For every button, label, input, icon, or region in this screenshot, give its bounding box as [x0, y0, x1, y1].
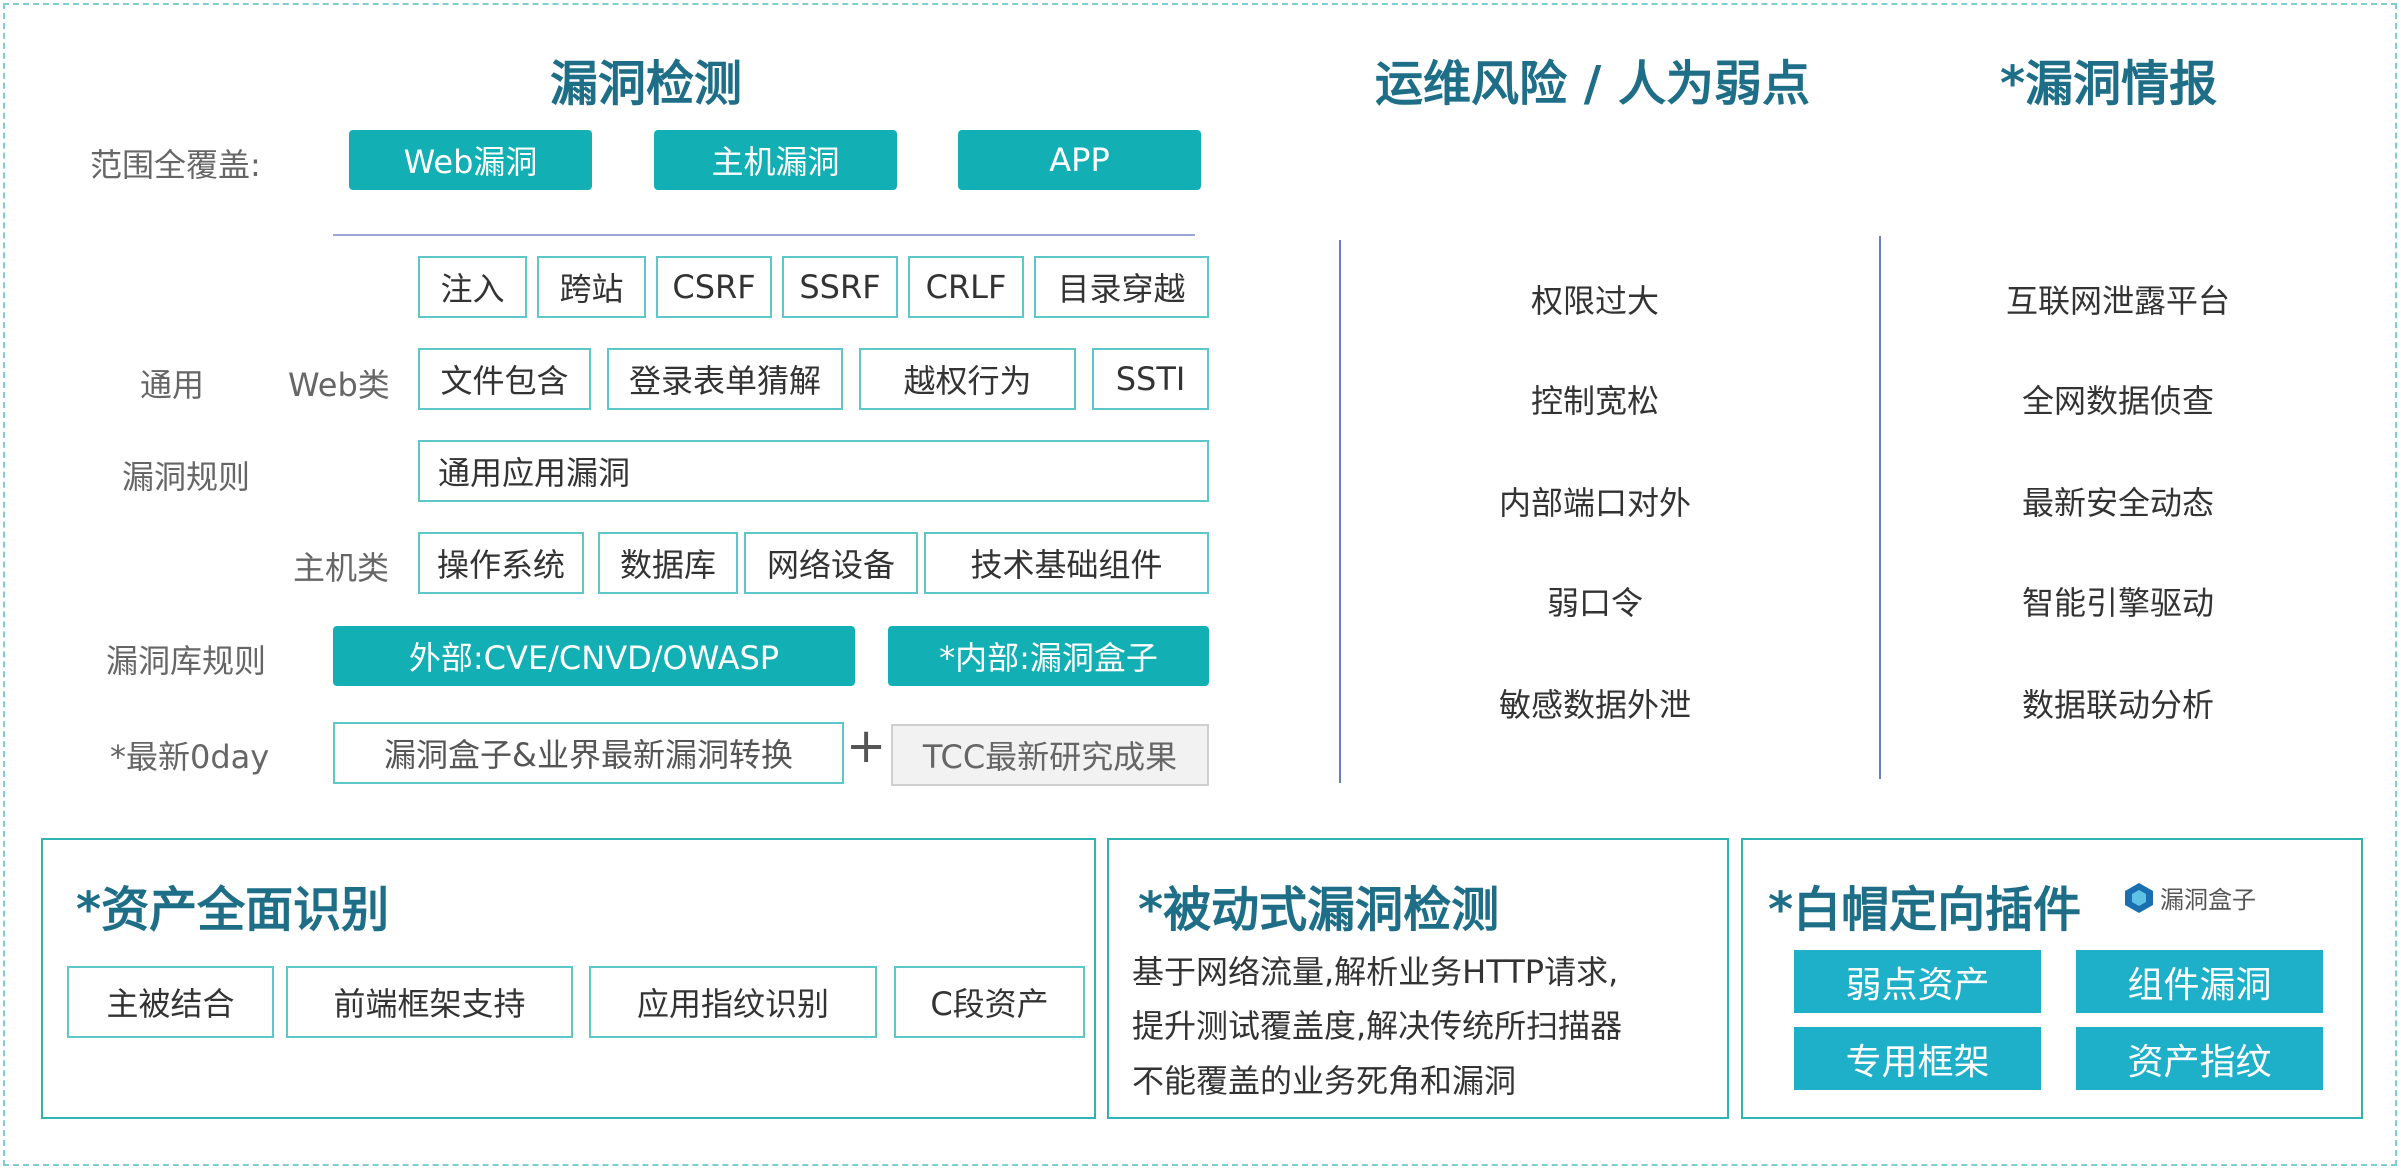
title-vuln-intel: *漏洞情报: [2000, 56, 2218, 112]
asset-item: 应用指纹识别: [589, 966, 877, 1038]
scope-app: APP: [958, 130, 1201, 190]
rule-network-device: 网络设备: [744, 532, 918, 594]
zeroday-source-1: 漏洞盒子&业界最新漏洞转换: [333, 722, 844, 784]
asset-item: 主被结合: [67, 966, 274, 1038]
rule-xss: 跨站: [537, 256, 646, 318]
ops-risk-item: 权限过大: [1530, 282, 1659, 320]
plugin-item: 弱点资产: [1794, 950, 2041, 1013]
intel-item: 数据联动分析: [2021, 686, 2214, 724]
library-external: 外部:CVE/CNVD/OWASP: [333, 626, 855, 686]
rule-file-include: 文件包含: [418, 348, 591, 410]
vuln-rules-label: 漏洞规则: [122, 458, 251, 496]
rule-database: 数据库: [598, 532, 738, 594]
library-internal: *内部:漏洞盒子: [888, 626, 1209, 686]
ops-risk-item: 敏感数据外泄: [1498, 686, 1691, 724]
zeroday-source-2: TCC最新研究成果: [891, 724, 1209, 786]
rule-csrf: CSRF: [656, 256, 772, 318]
intel-item: 全网数据侦查: [2021, 382, 2214, 420]
intel-item: 智能引擎驱动: [2021, 584, 2214, 622]
library-label: 漏洞库规则: [106, 642, 267, 680]
plugin-item: 资产指纹: [2076, 1027, 2323, 1090]
general-label: 通用: [140, 366, 205, 404]
title-ops-risk: 运维风险 / 人为弱点: [1375, 56, 1810, 112]
rule-ssrf: SSRF: [782, 256, 898, 318]
ops-risk-item: 弱口令: [1546, 584, 1643, 622]
outer-frame: [3, 3, 2397, 1166]
passive-desc-line: 基于网络流量,解析业务HTTP请求,: [1132, 953, 1619, 991]
rule-ssti: SSTI: [1092, 348, 1209, 410]
asset-item: 前端框架支持: [286, 966, 573, 1038]
plus-sign: +: [846, 718, 887, 774]
rule-privilege: 越权行为: [859, 348, 1076, 410]
divider-right: [1879, 236, 1881, 779]
passive-panel: [1107, 838, 1729, 1119]
intel-item: 最新安全动态: [2021, 484, 2214, 522]
rule-dir-traversal: 目录穿越: [1034, 256, 1209, 318]
divider-left: [1339, 240, 1341, 783]
ops-risk-item: 内部端口对外: [1498, 484, 1691, 522]
rule-base-components: 技术基础组件: [924, 532, 1209, 594]
whitehat-panel-title: *白帽定向插件: [1768, 882, 2082, 938]
rule-injection: 注入: [418, 256, 527, 318]
asset-item: C段资产: [894, 966, 1085, 1038]
vulnbox-logo: 漏洞盒子: [2124, 880, 2256, 915]
separator-line: [333, 234, 1195, 236]
ops-risk-item: 控制宽松: [1530, 382, 1659, 420]
asset-panel-title: *资产全面识别: [76, 882, 390, 938]
scope-host-vuln: 主机漏洞: [654, 130, 897, 190]
scope-label: 范围全覆盖:: [90, 146, 261, 184]
passive-desc-line: 不能覆盖的业务死角和漏洞: [1132, 1062, 1517, 1100]
vulnbox-logo-icon: [2125, 882, 2153, 913]
plugin-item: 组件漏洞: [2076, 950, 2323, 1013]
rule-os: 操作系统: [418, 532, 584, 594]
rule-crlf: CRLF: [908, 256, 1024, 318]
host-class-label: 主机类: [293, 549, 390, 587]
passive-desc-line: 提升测试覆盖度,解决传统所扫描器: [1132, 1007, 1623, 1045]
title-vuln-detect: 漏洞检测: [550, 56, 743, 112]
zeroday-label: *最新0day: [110, 738, 270, 776]
vulnbox-logo-text: 漏洞盒子: [2160, 886, 2256, 914]
rule-login-guess: 登录表单猜解: [607, 348, 843, 410]
intel-item: 互联网泄露平台: [2005, 282, 2230, 320]
passive-panel-title: *被动式漏洞检测: [1138, 882, 1500, 938]
rule-general-app: 通用应用漏洞: [418, 440, 1209, 502]
web-class-label: Web类: [288, 366, 390, 404]
plugin-item: 专用框架: [1794, 1027, 2041, 1090]
scope-web-vuln: Web漏洞: [349, 130, 592, 190]
